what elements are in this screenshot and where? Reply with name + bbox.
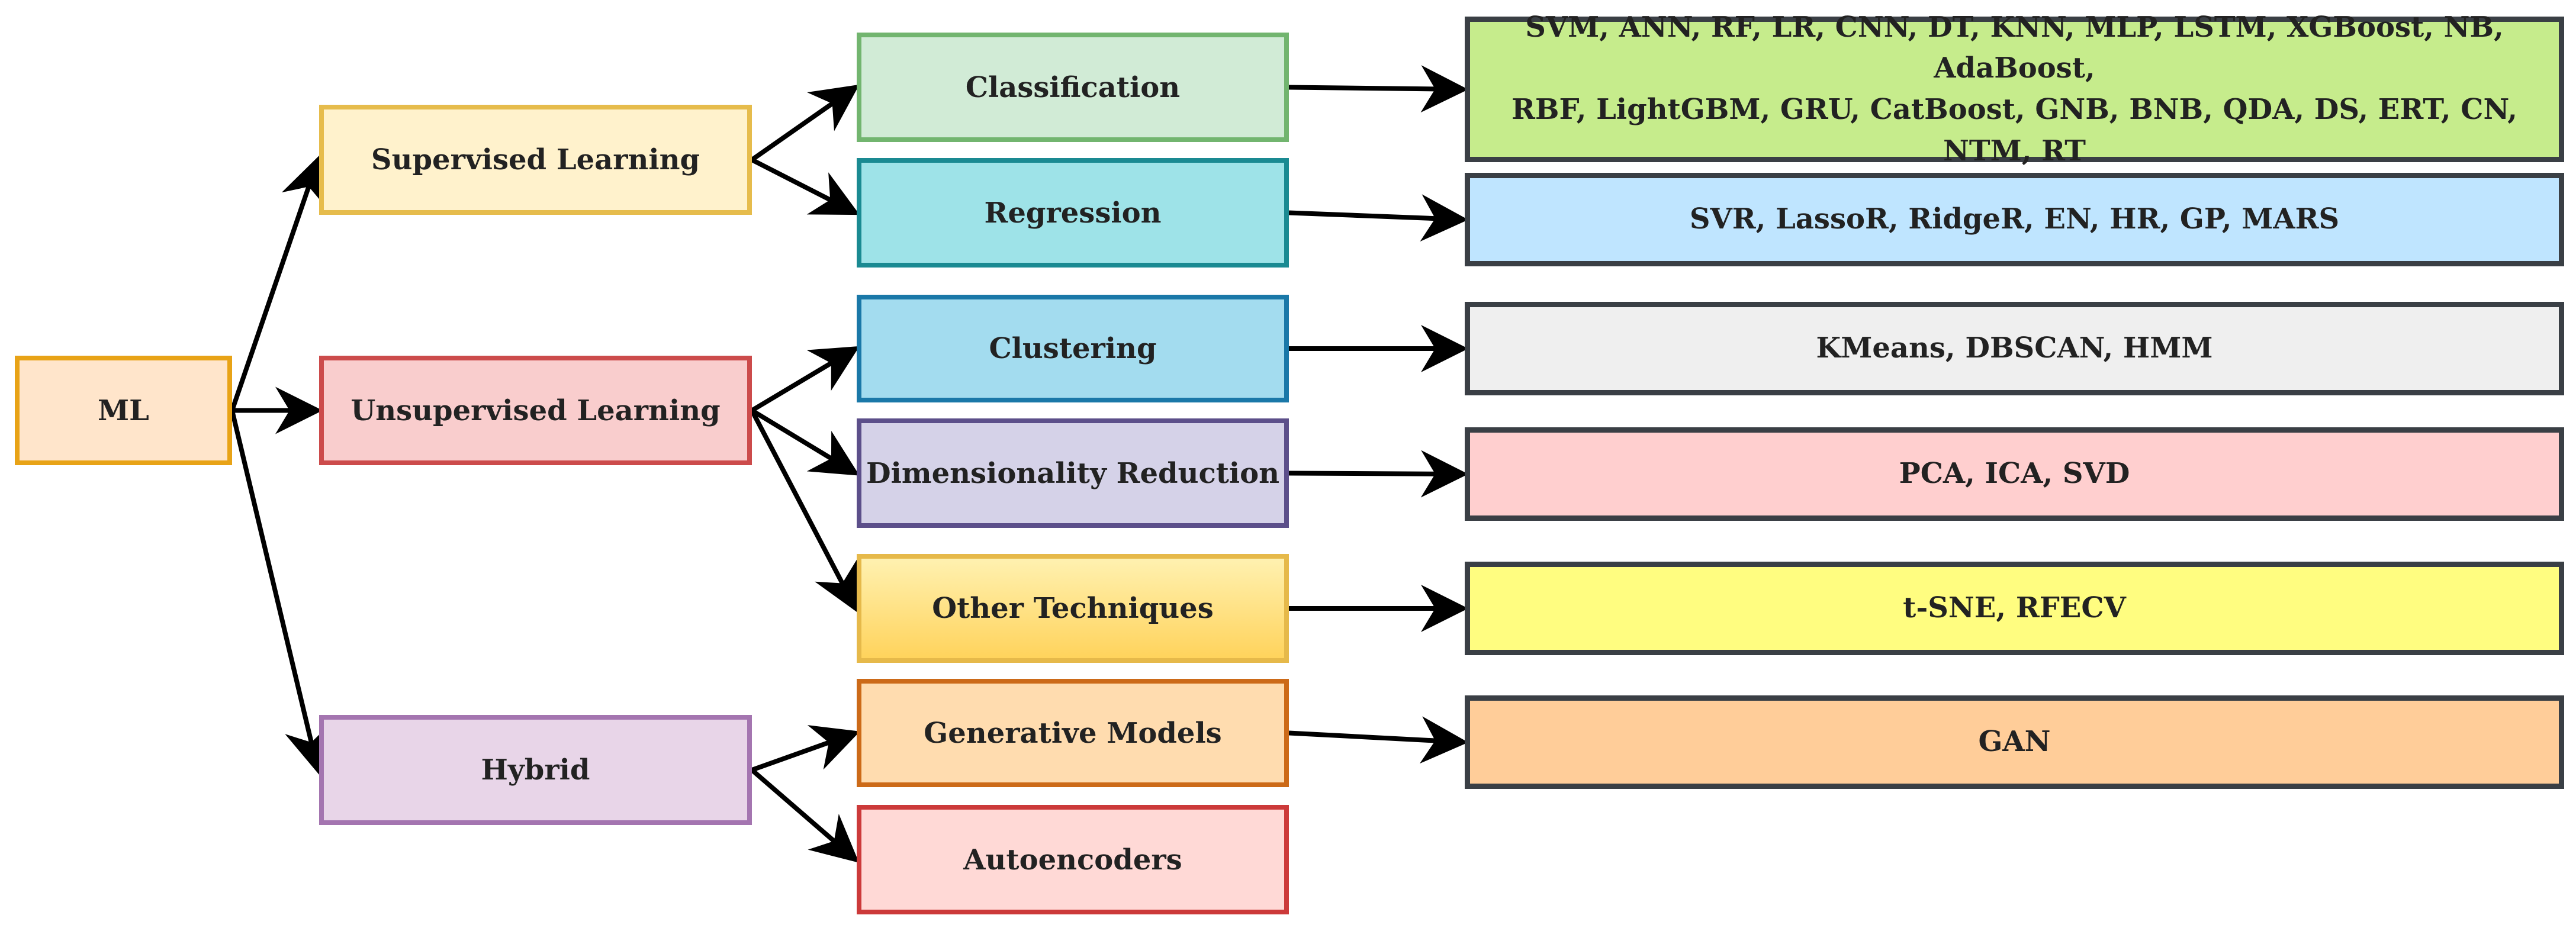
node-autoencoders: Autoencoders: [857, 805, 1289, 914]
methods-regression: SVR, LassoR, RidgeR, EN, HR, GP, MARS: [1465, 173, 2564, 266]
node-classification: Classification: [857, 33, 1289, 142]
node-regression: Regression: [857, 158, 1289, 268]
node-supervised-learning-label: Supervised Learning: [371, 143, 700, 176]
arrow-unsupervised-to-other_techniques: [750, 409, 858, 613]
arrow-dimensionality_reduction-to-dimensionality_reduction_methods: [1288, 450, 1468, 498]
node-other-techniques: Other Techniques: [857, 554, 1289, 663]
arrow-hybrid-to-generative_models: [751, 725, 860, 772]
methods-regression-label: SVR, LassoR, RidgeR, EN, HR, GP, MARS: [1689, 202, 2340, 236]
methods-classification-line1: SVM, ANN, RF, LR, CNN, DT, KNN, MLP, LST…: [1525, 10, 2504, 85]
node-autoencoders-label: Autoencoders: [963, 843, 1182, 877]
arrow-unsupervised-to-dimensionality_reduction: [750, 408, 860, 476]
arrow-regression-to-regression_methods: [1288, 194, 1468, 242]
node-classification-label: Classification: [965, 70, 1181, 104]
node-ml-label: ML: [98, 394, 149, 427]
methods-other-techniques-label: t-SNE, RFECV: [1903, 591, 2126, 625]
methods-clustering: KMeans, DBSCAN, HMM: [1465, 302, 2564, 395]
arrow-supervised-to-classification: [750, 84, 860, 162]
node-dimensionality-reduction: Dimensionality Reduction: [857, 418, 1289, 528]
node-generative-models: Generative Models: [857, 679, 1289, 787]
node-regression-label: Regression: [984, 196, 1162, 230]
methods-clustering-label: KMeans, DBSCAN, HMM: [1816, 331, 2213, 365]
node-dimensionality-reduction-label: Dimensionality Reduction: [866, 456, 1280, 490]
arrow-hybrid-to-autoencoders: [750, 768, 860, 863]
methods-generative-models-label: GAN: [1978, 725, 2051, 759]
arrow-generative_models-to-generative_models_methods: [1288, 716, 1468, 764]
arrow-unsupervised-to-clustering: [750, 346, 860, 413]
methods-dimensionality-reduction-label: PCA, ICA, SVD: [1899, 457, 2130, 491]
node-unsupervised-learning: Unsupervised Learning: [319, 356, 752, 465]
node-ml: ML: [15, 356, 232, 465]
arrow-classification-to-classification_methods: [1288, 65, 1468, 113]
node-unsupervised-learning-label: Unsupervised Learning: [350, 394, 721, 427]
node-hybrid-label: Hybrid: [481, 753, 590, 787]
arrow-ml-to-hybrid: [230, 410, 332, 775]
node-clustering: Clustering: [857, 295, 1289, 402]
node-supervised-learning: Supervised Learning: [319, 105, 752, 215]
methods-dimensionality-reduction: PCA, ICA, SVD: [1465, 427, 2564, 521]
node-hybrid: Hybrid: [319, 715, 752, 825]
node-generative-models-label: Generative Models: [924, 716, 1222, 750]
methods-generative-models: GAN: [1465, 695, 2564, 789]
methods-other-techniques: t-SNE, RFECV: [1465, 562, 2564, 655]
methods-classification: SVM, ANN, RF, LR, CNN, DT, KNN, MLP, LST…: [1465, 11, 2564, 167]
arrow-ml-to-supervised: [230, 155, 327, 411]
methods-classification-line2: RBF, LightGBM, GRU, CatBoost, GNB, BNB, …: [1511, 93, 2517, 167]
node-other-techniques-label: Other Techniques: [932, 592, 1214, 625]
arrow-supervised-to-regression: [751, 157, 860, 215]
node-clustering-label: Clustering: [989, 332, 1157, 365]
